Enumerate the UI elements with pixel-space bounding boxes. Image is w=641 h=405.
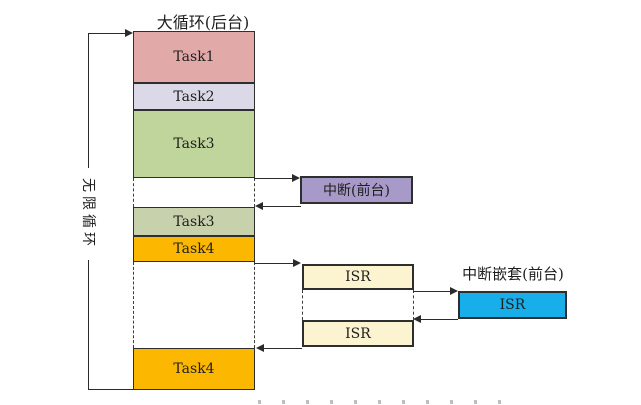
nested-interrupt-title: 中断嵌套(前台)	[462, 265, 564, 283]
isr-dash-right	[413, 290, 414, 320]
arrow-isr-return-line	[264, 348, 302, 349]
nested-isr-box: ISR	[458, 291, 567, 319]
arrow-task4-to-isr-line	[254, 263, 294, 264]
loop-line-top	[88, 33, 125, 34]
task4-box: Task4	[133, 236, 255, 262]
loop-arrowhead-icon	[125, 29, 133, 37]
task4-resume-box: Task4	[133, 348, 255, 390]
suspend-dash-left-2	[133, 262, 134, 348]
task1-box: Task1	[133, 31, 255, 83]
truncated-caption-fragment	[258, 400, 504, 404]
arrow-nested-return-head-icon	[413, 315, 421, 323]
task2-box: Task2	[133, 83, 255, 110]
interrupt-box: 中断(前台)	[300, 176, 413, 204]
suspend-dash-left-1	[133, 178, 134, 207]
suspend-dash-right-1	[254, 178, 255, 207]
arrow-isr-to-nested-head-icon	[450, 287, 458, 295]
arrow-isr-to-nested-line	[413, 291, 451, 292]
background-loop-title: 大循环(后台)	[156, 13, 250, 32]
arrow-task3-to-interrupt-line	[254, 178, 293, 179]
arrow-task3-to-interrupt-head-icon	[292, 174, 300, 182]
infinite-loop-label: 无限循环	[79, 168, 97, 260]
arrow-interrupt-return-head-icon	[255, 202, 263, 210]
arrow-task4-to-isr-head-icon	[293, 259, 301, 267]
arrow-isr-return-head-icon	[256, 344, 264, 352]
arrow-interrupt-return-line	[263, 206, 301, 207]
arrow-nested-return-line	[421, 319, 458, 320]
task3-resume-box: Task3	[133, 207, 255, 236]
isr-box-1: ISR	[302, 264, 414, 290]
task3-box: Task3	[133, 110, 255, 178]
loop-line-bottom	[88, 389, 133, 390]
suspend-dash-right-2	[254, 262, 255, 348]
isr-box-2: ISR	[302, 320, 414, 347]
isr-dash-left	[302, 290, 303, 320]
